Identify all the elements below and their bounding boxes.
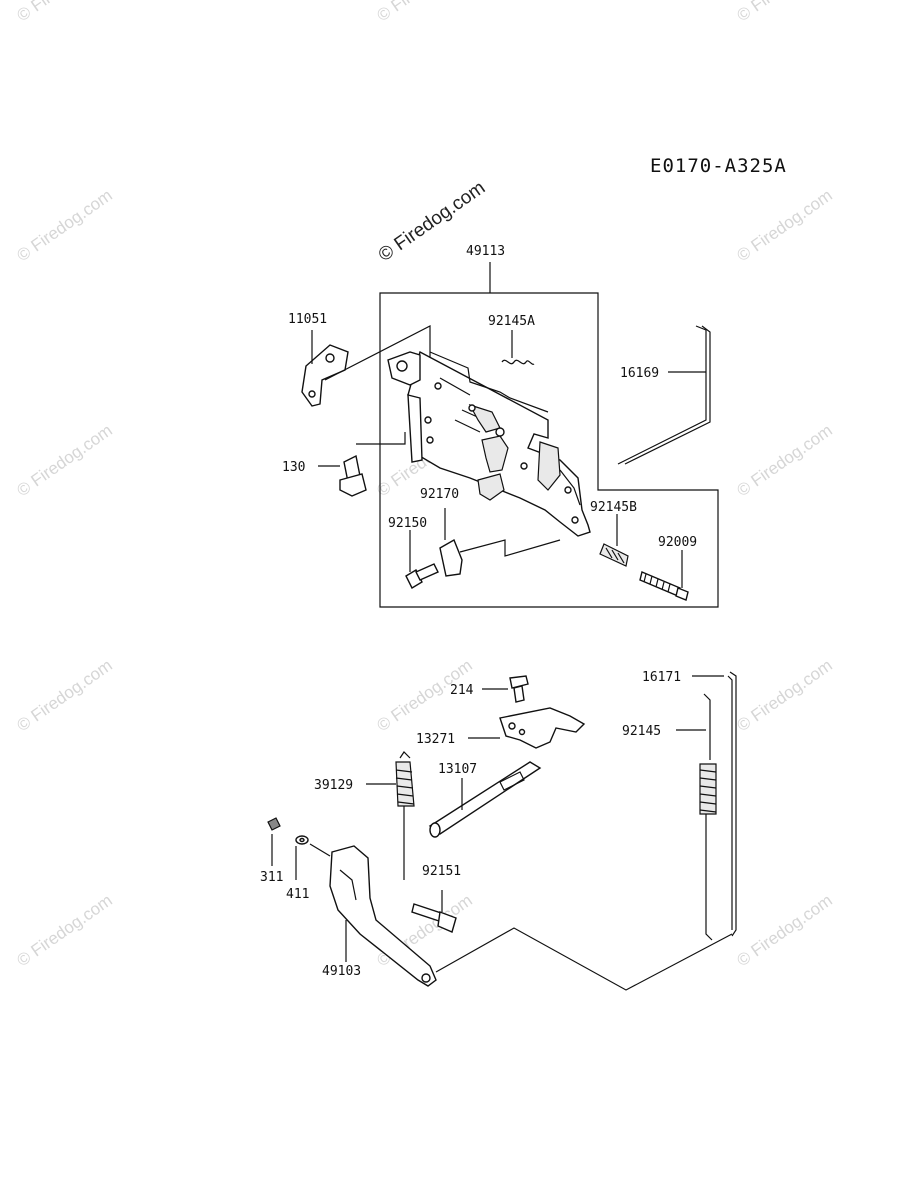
label-92145a: 92145A <box>488 314 535 329</box>
watermark: © Firedog.com <box>733 186 835 266</box>
clip-92170 <box>439 508 561 577</box>
watermark: © Firedog.com <box>733 0 835 25</box>
nut-311 <box>267 817 281 866</box>
watermark: © Firedog.com <box>13 0 115 25</box>
watermark: © Firedog.com <box>733 891 835 971</box>
label-214: 214 <box>450 683 474 698</box>
part-labels: 49113 11051 92145A 16169 130 92170 92145… <box>260 244 697 979</box>
label-39129: 39129 <box>314 778 353 793</box>
watermark: © Firedog.com <box>13 186 115 266</box>
spring-92145a <box>501 330 535 365</box>
label-11051: 11051 <box>288 312 327 327</box>
label-49103: 49103 <box>322 964 361 979</box>
label-92145b: 92145B <box>590 500 637 515</box>
label-92151: 92151 <box>422 864 461 879</box>
rod-16171 <box>692 671 737 937</box>
watermark: © Firedog.com <box>733 421 835 501</box>
label-311: 311 <box>260 870 283 885</box>
label-411: 411 <box>286 887 309 902</box>
control-plate-49113 <box>387 350 591 537</box>
spring-92145 <box>676 693 717 941</box>
screw-214 <box>482 675 529 703</box>
assembly-bracket-49113 <box>379 262 719 608</box>
washer-411 <box>295 835 331 880</box>
bolt-92150 <box>405 530 439 589</box>
watermark: © Firedog.com <box>13 656 115 736</box>
label-130: 130 <box>282 460 305 475</box>
label-92150: 92150 <box>388 516 427 531</box>
bolt-92151 <box>411 890 457 933</box>
shaft-13107 <box>428 761 542 838</box>
label-92170: 92170 <box>420 487 459 502</box>
label-92009: 92009 <box>658 535 697 550</box>
bracket-11051 <box>301 325 431 407</box>
label-49113: 49113 <box>466 244 505 259</box>
label-13271: 13271 <box>416 732 455 747</box>
bolt-130 <box>318 432 406 497</box>
diagram-code: E0170-A325A <box>650 155 787 177</box>
bolt-92009 <box>639 550 689 601</box>
watermark: © Firedog.com <box>13 421 115 501</box>
watermark: © Firedog.com <box>373 0 475 25</box>
lever-49103 <box>329 845 733 991</box>
plate-13271 <box>468 707 586 749</box>
watermark: © Firedog.com <box>13 891 115 971</box>
watermark-layer: © Firedog.com © Firedog.com © Firedog.co… <box>13 0 835 970</box>
label-13107: 13107 <box>438 762 477 777</box>
watermark: © Firedog.com <box>733 656 835 736</box>
label-92145: 92145 <box>622 724 661 739</box>
label-16169: 16169 <box>620 366 659 381</box>
spring-92145b <box>599 514 629 567</box>
label-16171: 16171 <box>642 670 681 685</box>
rod-16169 <box>617 325 711 465</box>
spring-39129 <box>366 751 415 880</box>
